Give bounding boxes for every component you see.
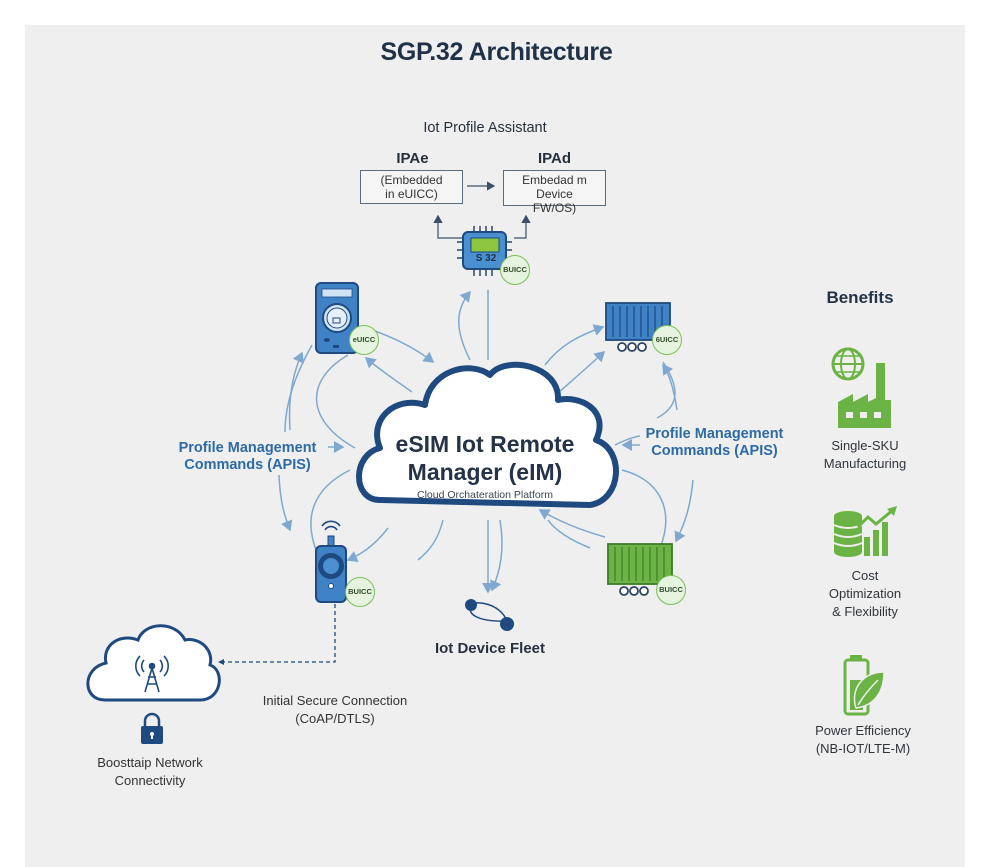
benefit-item-single-sku: Single-SKU Manufacturing [790,437,940,473]
benefit-line: Manufacturing [823,456,907,471]
coins-chart-icon [833,506,897,557]
diagram-title: SGP.32 Architecture [380,38,613,66]
ipad-box: Embedad m Device FW/OS) [503,170,606,215]
eim-subtitle: Cloud Orchateration Platform [417,489,553,501]
eim-title-line1: eSIM Iot Remote [395,431,575,457]
eim-cloud-shape [356,361,619,508]
ipae-label: IPAe [396,150,429,167]
tracker-device-icon [315,520,347,603]
profile-mgmt-left-line1: Profile Management [178,440,317,456]
chip-text: S 32 [475,253,497,264]
lock-icon [141,712,163,744]
green-container-euicc-badge: BUICC [656,575,686,605]
profile-mgmt-right-line2: Commands (APIS) [651,443,778,459]
chip-to-ipae-arrow [433,214,462,239]
ipad-desc-line2: FW/OS) [532,201,577,215]
green-container-icon [607,543,673,596]
battery-leaf-icon [843,655,885,716]
benefit-line: & Flexibility [832,604,898,619]
bootstrap-cloud-shape [86,624,221,702]
device-fleet-icon [465,599,514,631]
blue-container-euicc-badge: 6UICC [652,325,682,355]
eim-title: eSIM Iot Remote Manager (eIM) [355,430,615,486]
chip-euicc-badge: BUICC [500,255,530,285]
bootstrap-line2: Connectivity [114,773,186,788]
profile-mgmt-right-line1: Profile Management [645,426,784,442]
globe-factory-icon [831,347,891,428]
profile-mgmt-label-left: Profile Management Commands (APIS) [165,440,330,474]
benefit-line: Cost [851,568,879,583]
secure-connection-label: Initial Secure Connection (CoAP/DTLS) [225,692,445,728]
secure-connection-line2: (CoAP/DTLS) [295,711,375,726]
benefit-item-cost: Cost Optimization & Flexibility [790,567,940,621]
ipad-label: IPAd [537,150,572,167]
ipae-desc-line1: (Embedded [380,173,443,187]
ipae-desc-line2: in eUICC) [385,187,438,201]
ipad-desc-line1: Embedad m Device [522,173,587,201]
benefit-line: (NB-IOT/LTE-M) [815,741,911,756]
secure-connection-line1: Initial Secure Connection [262,693,408,708]
ipae-box: (Embedded in eUICC) [360,170,463,204]
profile-mgmt-label-right: Profile Management Commands (APIS) [632,426,797,460]
device-fleet-label: Iot Device Fleet [434,640,546,657]
tracker-euicc-badge: BUICC [345,577,375,607]
eim-title-line2: Manager (eIM) [407,459,563,485]
cell-tower-icon [135,655,169,693]
bootstrap-line1: Boosttaip Network [97,755,203,770]
benefit-item-power: Power Efficiency (NB-IOT/LTE-M) [788,722,938,758]
benefits-title: Benefits [826,288,894,307]
benefit-line: Optimization [828,586,902,601]
smart-meter-device-icon [315,282,359,354]
benefit-line: Single-SKU [831,438,899,453]
secure-connection-arrow [220,590,336,663]
profile-mgmt-left-line2: Commands (APIS) [184,457,311,473]
meter-euicc-badge: eUICC [349,325,379,355]
bootstrap-label: Boosttaip Network Connectivity [70,754,230,790]
api-arrows [278,290,694,594]
chip-to-ipad-arrow [514,214,531,239]
ipa-section-title: Iot Profile Assistant [423,120,547,136]
benefit-line: Power Efficiency [815,723,911,738]
euicc-chip-icon [457,226,512,276]
